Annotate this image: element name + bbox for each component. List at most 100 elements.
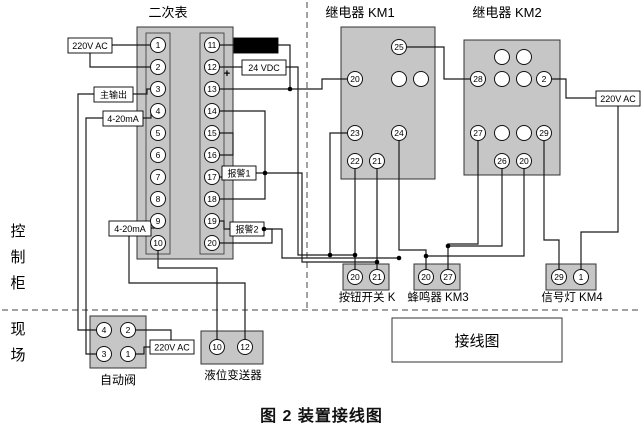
- terminal-relay-km1-20: [347, 71, 363, 87]
- terminal-relay-km1-23: [347, 125, 363, 141]
- terminal-relay-km2-aux4: [516, 71, 532, 87]
- component-label-relay-km2: 继电器 KM2: [472, 5, 541, 20]
- junction-dot: [445, 243, 451, 249]
- terminal-push-button-switch-20: [347, 269, 363, 285]
- terminal-relay-km2-20: [516, 153, 532, 169]
- terminal-number: 2: [542, 74, 547, 84]
- wire: [407, 46, 470, 80]
- terminal-signal-lamp-1: [573, 269, 589, 285]
- terminal-number: 10: [212, 342, 222, 352]
- terminal-number: 18: [207, 194, 217, 204]
- terminal-secondary-meter-right-18: [204, 191, 220, 207]
- region-label-field: 场: [10, 347, 25, 364]
- terminal-relay-km2-aux3: [494, 71, 510, 87]
- terminal-auto-valve-3: [96, 346, 112, 362]
- wire: [580, 106, 619, 277]
- terminal-number: 2: [156, 62, 161, 72]
- terminal-relay-km2-aux1: [516, 49, 532, 65]
- component-label-buzzer: 蜂鸣器 KM3: [407, 290, 468, 304]
- terminal-number: 16: [207, 150, 217, 160]
- label-box: [93, 86, 134, 103]
- wire: [212, 110, 266, 200]
- terminal-number: 29: [539, 128, 549, 138]
- terminal-push-button-switch-21: [369, 269, 385, 285]
- wire: [398, 133, 427, 277]
- wire: [157, 243, 218, 347]
- terminal-number: 24: [394, 128, 404, 138]
- terminal-number: 3: [156, 84, 161, 94]
- terminal-relay-km1-21: [369, 153, 385, 169]
- label-box-text: 馈电输出: [238, 40, 274, 51]
- wire: [77, 93, 104, 331]
- annotation: +: [224, 68, 230, 80]
- terminal-relay-km1-aux3: [413, 71, 429, 87]
- terminal-secondary-meter-right-12: [204, 59, 220, 75]
- wire: [128, 236, 246, 347]
- terminal-secondary-meter-left-1: [150, 37, 166, 53]
- terminal-number: 12: [207, 62, 217, 72]
- terminal-number: 4: [156, 106, 161, 116]
- junction-dot: [374, 259, 380, 265]
- terminal-number: 2: [126, 325, 131, 335]
- terminal-secondary-meter-right-19: [204, 213, 220, 229]
- wire: [264, 228, 399, 259]
- terminal-relay-km2-aux0: [494, 49, 510, 65]
- label-box: [102, 110, 144, 127]
- terminal-secondary-meter-left-10: [150, 235, 166, 251]
- junction-dot: [287, 86, 293, 92]
- terminal-secondary-meter-right-13: [204, 81, 220, 97]
- junction-dot: [261, 226, 267, 232]
- component-label-relay-km1: 继电器 KM1: [325, 5, 394, 20]
- terminal-number: 25: [394, 42, 404, 52]
- terminal-number: 13: [207, 84, 217, 94]
- terminal-relay-km2-29: [536, 125, 552, 141]
- terminal-number: 8: [156, 194, 161, 204]
- terminal-relay-km1-24: [391, 125, 407, 141]
- label-box: [595, 90, 641, 107]
- terminal-secondary-meter-right-20: [204, 235, 220, 251]
- label-box-text: 220V AC: [600, 94, 636, 104]
- terminal-number: 1: [126, 349, 131, 359]
- wire: [286, 66, 355, 256]
- terminal-secondary-meter-left-8: [150, 191, 166, 207]
- terminal-auto-valve-4: [96, 322, 112, 338]
- label-box: [149, 339, 195, 355]
- terminal-signal-lamp-29: [551, 269, 567, 285]
- terminal-number: 26: [497, 156, 507, 166]
- region-label-control-cabinet: 制: [10, 249, 25, 266]
- junction-dot: [262, 170, 268, 176]
- terminal-relay-km1-22: [347, 153, 363, 169]
- terminal-number: 3: [102, 349, 107, 359]
- terminal-secondary-meter-right-11: [204, 37, 220, 53]
- terminal-auto-valve-2: [120, 322, 136, 338]
- terminal-number: 14: [207, 106, 217, 116]
- terminal-secondary-meter-left-3: [150, 81, 166, 97]
- terminal-buzzer-27: [440, 269, 456, 285]
- junction-dot: [352, 252, 358, 258]
- terminal-number: 10: [153, 238, 163, 248]
- wire: [128, 329, 172, 340]
- component-label-auto-valve: 自动阀: [100, 373, 136, 387]
- terminal-number: 20: [421, 272, 431, 282]
- label-box: [221, 165, 257, 181]
- wire: [85, 117, 104, 355]
- wire: [552, 78, 596, 99]
- component-junction-diagram: [391, 317, 563, 363]
- terminal-number: 20: [350, 74, 360, 84]
- terminal-relay-km2-aux8: [516, 125, 532, 141]
- label-box-text: 4-20mA: [114, 224, 146, 234]
- junction-dot: [327, 252, 333, 258]
- terminal-secondary-meter-left-2: [150, 59, 166, 75]
- terminal-number: 4: [102, 325, 107, 335]
- terminal-number: 1: [579, 272, 584, 282]
- terminal-buzzer-20: [418, 269, 434, 285]
- component-label-push-button-switch: 按钮开关 K: [339, 290, 396, 304]
- label-box-text: 主输出: [100, 89, 127, 100]
- component-label-level-transmitter: 液位变送器: [204, 368, 262, 382]
- label-box-text: 220V AC: [154, 343, 190, 353]
- wire: [426, 161, 525, 257]
- region-label-field: 现: [10, 321, 25, 338]
- component-label-signal-lamp: 信号灯 KM4: [541, 291, 603, 304]
- terminal-relay-km2-2: [536, 71, 552, 87]
- terminal-relay-km2-26: [494, 153, 510, 169]
